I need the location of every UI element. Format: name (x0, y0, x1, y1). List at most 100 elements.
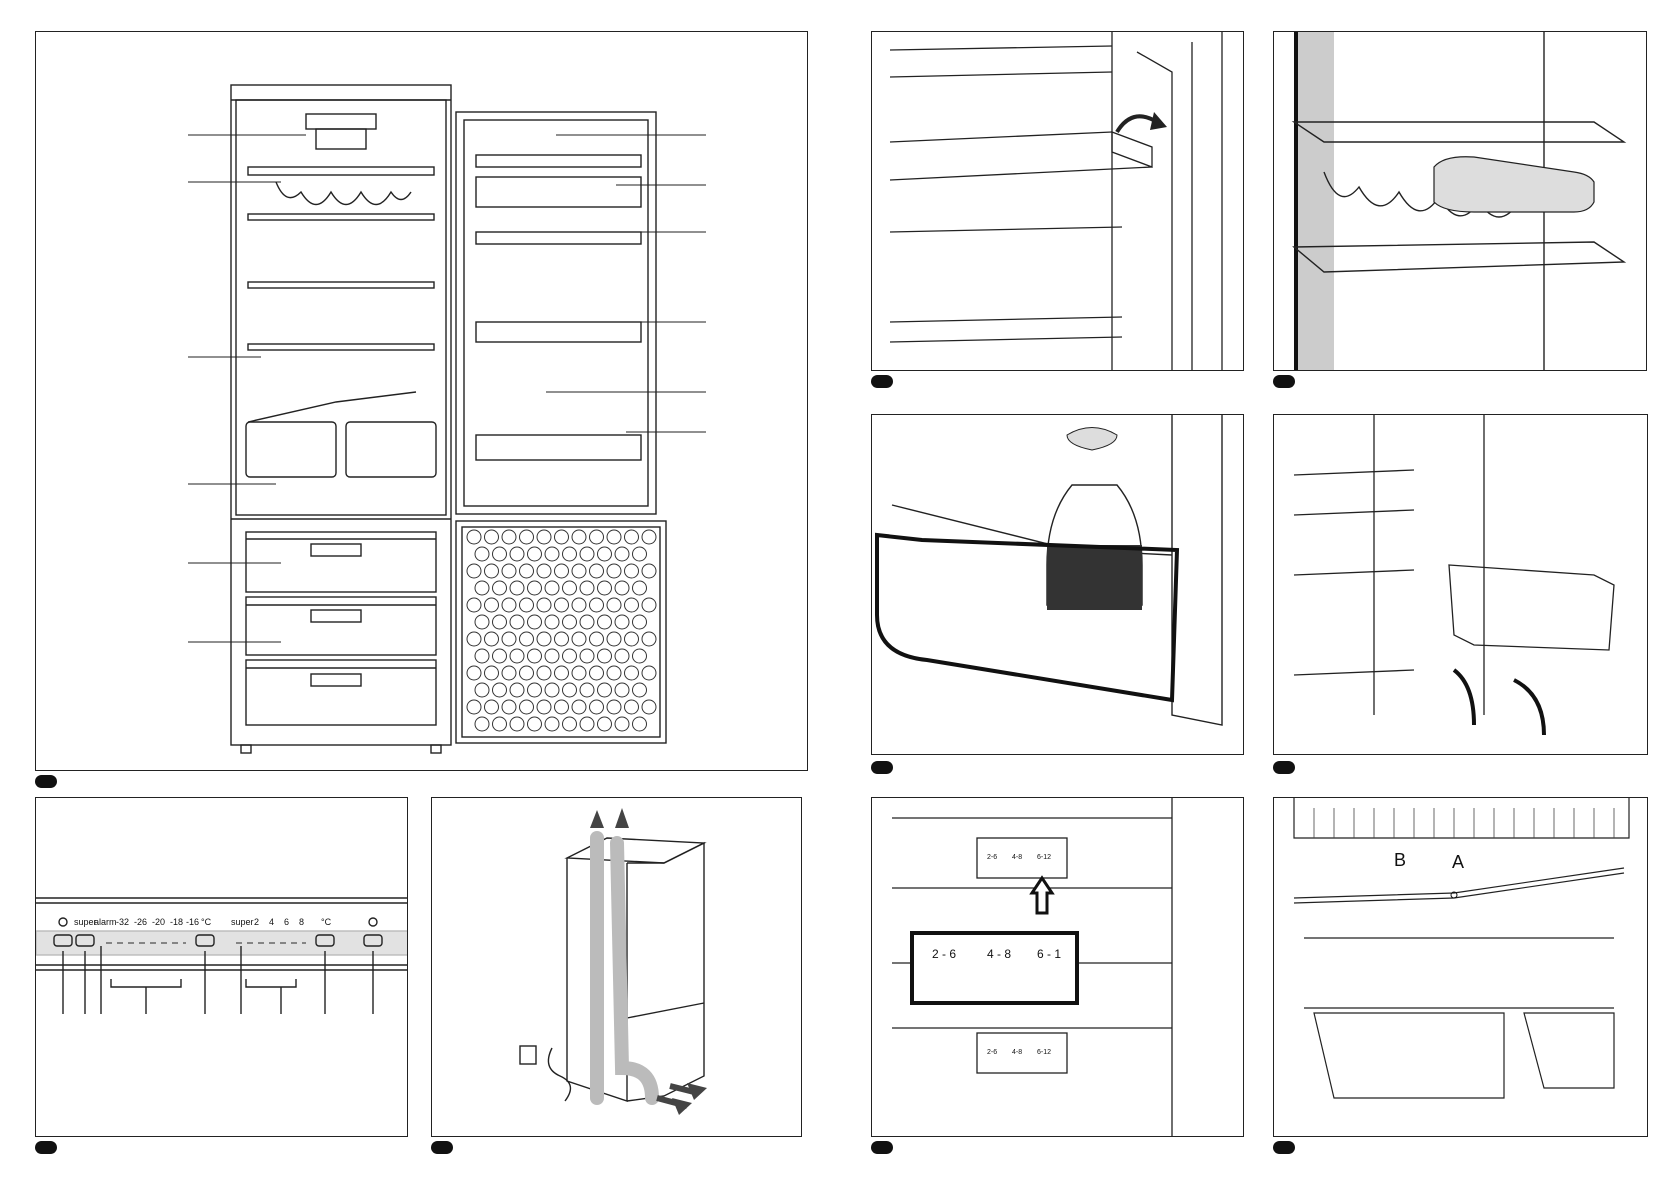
door-bubble (589, 631, 604, 647)
door-bubble (501, 529, 517, 545)
door-bubble (624, 563, 639, 579)
door-bubble (492, 580, 507, 596)
airflow-drawing (519, 808, 707, 1115)
figure-airflow-panel (431, 797, 802, 1137)
door-bubble (641, 563, 657, 579)
door-bubble (632, 546, 647, 562)
door-bubble (554, 563, 569, 579)
door-bubble (509, 546, 525, 562)
drawer-range-6-12: 6 - 1 (1037, 947, 1061, 961)
door-bubble (484, 699, 499, 715)
door-bubble (571, 631, 587, 647)
small-range-6: 6-12 (1037, 1049, 1051, 1056)
figure-bottle-rack-panel (1273, 31, 1647, 371)
door-bubble (571, 665, 587, 681)
door-bubble (527, 614, 542, 630)
door-bubble (474, 546, 490, 562)
door-bubble (536, 665, 552, 681)
door-bubble (527, 546, 542, 562)
door-bubble (597, 682, 612, 698)
door-bubble (519, 597, 534, 613)
door-bubble (597, 580, 612, 596)
figure-badge-6 (871, 761, 893, 774)
door-bubble (606, 631, 622, 647)
door-bubble (519, 563, 534, 579)
door-bubble (554, 699, 569, 715)
door-bubble (632, 716, 647, 732)
door-bubble (501, 631, 517, 647)
label-unit-freezer: °C (201, 917, 212, 927)
door-bubble (554, 665, 569, 681)
door-bubble (606, 529, 622, 545)
door-bubble (606, 597, 622, 613)
label-temp-minus18: -18 (170, 917, 183, 927)
figure-shelf-ab-panel: B A (1273, 797, 1648, 1137)
power-icon (58, 917, 68, 927)
small-range-1: 2-6 (987, 854, 997, 861)
door-bubble (597, 648, 612, 664)
small-range-2: 4-8 (1012, 854, 1022, 861)
figure-overview-panel (35, 31, 808, 771)
door-bubble (589, 699, 604, 715)
door-bubble (544, 546, 560, 562)
label-temp-8: 8 (299, 917, 304, 927)
door-bubble (562, 682, 577, 698)
door-bubble (641, 597, 657, 613)
control-panel-drawing: super alarm -32 -26 -20 -18 -16 °C super… (36, 897, 407, 1014)
door-bubble (484, 631, 499, 647)
door-bubble (632, 682, 647, 698)
door-bubble (509, 580, 525, 596)
door-bubble (527, 682, 542, 698)
door-bubble (606, 563, 622, 579)
door-bubble (579, 546, 595, 562)
door-bubble (474, 682, 490, 698)
marker-b: B (1394, 850, 1406, 870)
figure-badge-8 (871, 1141, 893, 1154)
door-bubble (519, 699, 534, 715)
marker-a: A (1452, 852, 1464, 872)
small-range-3: 6-12 (1037, 854, 1051, 861)
door-bubble (474, 648, 490, 664)
door-bubble (484, 665, 499, 681)
figure-badge-5 (1273, 375, 1295, 388)
door-bottle-drawing (875, 415, 1223, 726)
door-bubble (624, 631, 639, 647)
door-bubble (562, 716, 577, 732)
door-bubble (474, 614, 490, 630)
door-bubble (501, 665, 517, 681)
small-range-5: 4-8 (1012, 1049, 1022, 1056)
label-temp-minus16: -16 (186, 917, 199, 927)
door-bubble (527, 648, 542, 664)
door-bubble (579, 580, 595, 596)
door-bubble (492, 614, 507, 630)
label-unit-fridge: °C (321, 917, 332, 927)
figure-badge-2 (35, 1141, 57, 1154)
shelf-removal-drawing (889, 32, 1223, 370)
door-bubble (624, 597, 639, 613)
door-bubble (597, 546, 612, 562)
door-bubble (509, 682, 525, 698)
door-bubble (579, 716, 595, 732)
door-bubble (501, 597, 517, 613)
small-range-4: 2-6 (987, 1049, 997, 1056)
door-bubble (527, 716, 542, 732)
door-bubble (484, 529, 499, 545)
figure-badge-4 (871, 375, 893, 388)
figure-control-panel: super alarm -32 -26 -20 -18 -16 °C super… (35, 797, 408, 1137)
door-bubble (492, 546, 507, 562)
door-bubble (571, 699, 587, 715)
label-temp-minus32: -32 (116, 917, 129, 927)
door-bubble (632, 614, 647, 630)
drawer-range-4-8: 4 - 8 (987, 947, 1011, 961)
figure-drawer-label-panel: 2 - 6 4 - 8 6 - 1 2-6 4-8 6-12 2-6 4-8 6… (871, 797, 1244, 1137)
door-bubble (597, 716, 612, 732)
label-temp-minus20: -20 (152, 917, 165, 927)
label-temp-6: 6 (284, 917, 289, 927)
door-bubble (562, 546, 577, 562)
door-bubble (614, 648, 630, 664)
door-bubble (474, 580, 490, 596)
door-bubble (544, 716, 560, 732)
door-bubble (632, 648, 647, 664)
door-bubble (484, 563, 499, 579)
door-bubble (614, 716, 630, 732)
